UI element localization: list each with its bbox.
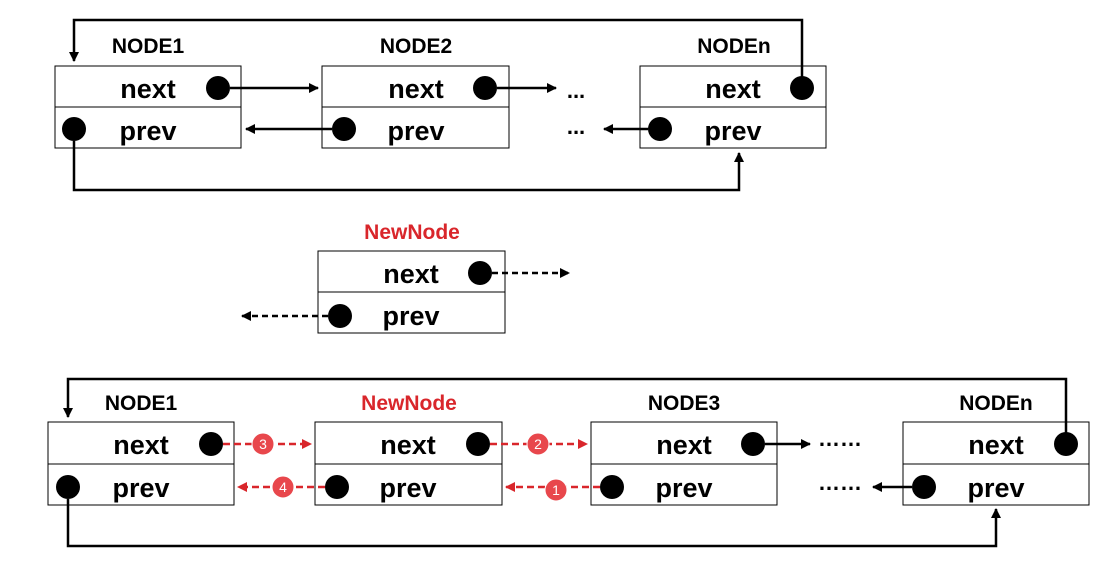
top-noden-title: NODEn — [697, 35, 771, 58]
step-badge-3: 3 — [251, 432, 275, 456]
top-node1: next prev — [54, 65, 242, 149]
new-node-prev-pointer-dot — [328, 304, 352, 328]
top-noden: next prev — [639, 65, 827, 149]
top-node2-prev-pointer-dot — [332, 117, 356, 141]
bottom-node3: next prev — [590, 421, 778, 506]
top-node1-prev-wrap-arrow — [72, 141, 744, 192]
top-noden-prev-label: prev — [704, 116, 761, 146]
step-badge-4-circle — [271, 475, 295, 499]
bottom-newnode-prev-label: prev — [379, 473, 436, 503]
new-node-next-pointer-dot — [468, 261, 492, 285]
bottom-ellipsis-next: …… — [818, 426, 862, 451]
step-badge-4: 4 — [271, 475, 295, 499]
bottom-node3-next-label: next — [656, 430, 712, 460]
bottom-noden-prev-pointer-dot — [912, 475, 936, 499]
top-noden-next-wrap-arrow — [69, 18, 804, 88]
new-node-prev-label: prev — [382, 301, 439, 331]
top-noden-next-label: next — [705, 74, 761, 104]
bottom-node3-prev-label: prev — [655, 473, 712, 503]
step-badge-2-label: 2 — [534, 436, 542, 452]
top-node1-title: NODE1 — [112, 35, 185, 58]
top-node2-title: NODE2 — [380, 35, 452, 58]
top-node2: next prev — [321, 65, 510, 149]
new-node-title: NewNode — [364, 221, 460, 244]
top-node2-next-pointer-dot — [473, 76, 497, 100]
bottom-node1: next prev — [47, 421, 235, 506]
bottom-node3-prev-pointer-dot — [600, 475, 624, 499]
bottom-node3-next-pointer-dot — [741, 432, 765, 456]
step-badge-3-circle — [251, 432, 275, 456]
bottom-node1-prev-wrap-arrow — [66, 499, 1001, 548]
step-badge-2-circle — [526, 432, 550, 456]
new-node-next-label: next — [383, 259, 439, 289]
bottom-newnode-prev-pointer-dot — [325, 475, 349, 499]
top-node1-prev-pointer-dot — [62, 117, 86, 141]
bottom-node1-next-pointer-dot — [199, 432, 223, 456]
top-node1-prev-cell — [54, 106, 242, 149]
bottom-node1-title: NODE1 — [105, 392, 178, 415]
step-badge-1-label: 1 — [552, 482, 560, 498]
top-node1-prev-label: prev — [119, 116, 176, 146]
bottom-linked-list: NODE1 NewNode NODE3 NODEn next prev next… — [47, 377, 1090, 548]
bottom-newnode: next prev — [314, 421, 503, 506]
bottom-node1-prev-label: prev — [112, 473, 169, 503]
step-badge-3-label: 3 — [259, 436, 267, 452]
step-badge-1-circle — [544, 478, 568, 502]
bottom-noden: next prev — [902, 421, 1090, 506]
bottom-node3-title: NODE3 — [648, 392, 720, 415]
top-ellipsis-next: ... — [567, 78, 585, 103]
bottom-noden-prev-label: prev — [967, 473, 1024, 503]
bottom-newnode-title: NewNode — [361, 392, 457, 415]
top-noden-prev-pointer-dot — [648, 117, 672, 141]
top-node1-next-pointer-dot — [206, 76, 230, 100]
bottom-noden-next-wrap-arrow — [63, 377, 1068, 444]
top-node2-next-label: next — [388, 74, 444, 104]
bottom-noden-next-label: next — [968, 430, 1024, 460]
bottom-node1-prev-pointer-dot — [56, 475, 80, 499]
new-node-standalone: NewNode next prev — [241, 221, 570, 334]
top-linked-list: NODE1 NODE2 NODEn next prev next prev ne… — [54, 18, 827, 192]
step-badge-4-label: 4 — [279, 479, 287, 495]
top-node2-prev-label: prev — [387, 116, 444, 146]
bottom-newnode-next-label: next — [380, 430, 436, 460]
bottom-newnode-next-pointer-dot — [466, 432, 490, 456]
bottom-node1-next-label: next — [113, 430, 169, 460]
top-ellipsis-prev: ... — [567, 114, 585, 139]
step-badge-2: 2 — [526, 432, 550, 456]
top-node1-next-label: next — [120, 74, 176, 104]
bottom-ellipsis-prev: …… — [818, 470, 862, 495]
bottom-noden-title: NODEn — [959, 392, 1033, 415]
step-badge-1: 1 — [544, 478, 568, 502]
